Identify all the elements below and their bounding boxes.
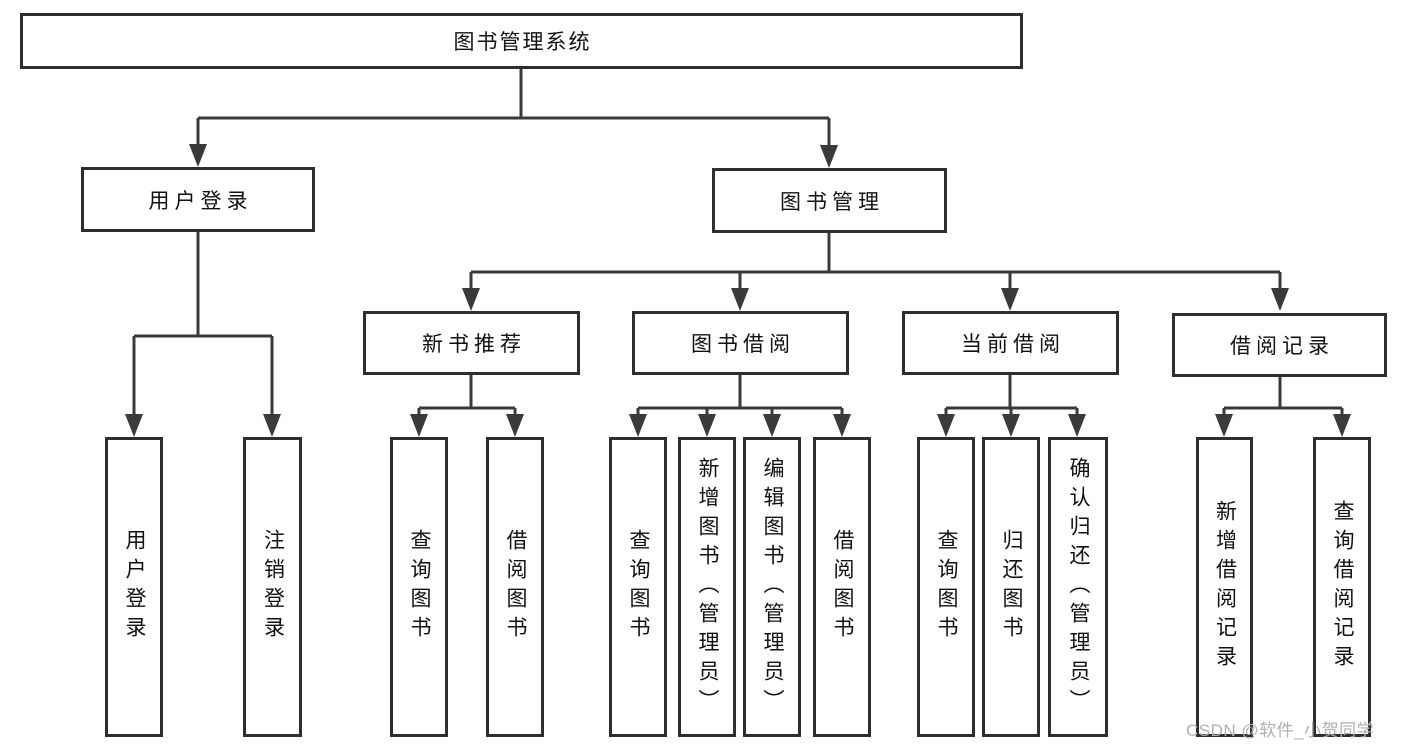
connector-book-management-children	[462, 233, 1289, 311]
node-book-management: 图书管理	[712, 168, 947, 233]
leaf-query-books-current: 查询图书	[917, 437, 975, 737]
leaf-add-borrow-record: 新增借阅记录	[1196, 437, 1253, 737]
node-new-book-recommend: 新书推荐	[363, 311, 580, 375]
leaf-borrow-books-recommend: 借阅图书	[486, 437, 544, 737]
leaf-query-books-borrow: 查询图书	[609, 437, 667, 737]
connector-book-borrow-children	[629, 375, 851, 437]
node-current-borrow: 当前借阅	[902, 311, 1119, 375]
connector-current-borrow-children	[937, 375, 1086, 437]
connector-borrow-records-children	[1215, 375, 1351, 437]
node-borrow-records: 借阅记录	[1172, 313, 1387, 377]
leaf-confirm-return-admin: 确认归还（管理员）	[1048, 437, 1108, 737]
connector-new-book-recommend-children	[410, 375, 524, 437]
watermark: CSDN @软件_小贺同学	[1186, 721, 1375, 740]
node-book-borrow: 图书借阅	[632, 311, 849, 375]
leaf-return-book: 归还图书	[982, 437, 1040, 737]
connector-user-login-children	[125, 232, 281, 437]
leaf-logout-login: 注销登录	[243, 437, 302, 737]
leaf-borrow-books-borrow: 借阅图书	[813, 437, 871, 737]
leaf-edit-book-admin: 编辑图书（管理员）	[743, 437, 801, 737]
leaf-query-books-recommend: 查询图书	[390, 437, 448, 737]
leaf-add-book-admin: 新增图书（管理员）	[678, 437, 736, 737]
connector-root-to-level1	[189, 69, 838, 168]
leaf-user-login: 用户登录	[105, 437, 163, 737]
node-user-login: 用户登录	[81, 167, 315, 232]
node-library-system: 图书管理系统	[20, 13, 1023, 69]
leaf-query-borrow-record: 查询借阅记录	[1313, 437, 1371, 737]
